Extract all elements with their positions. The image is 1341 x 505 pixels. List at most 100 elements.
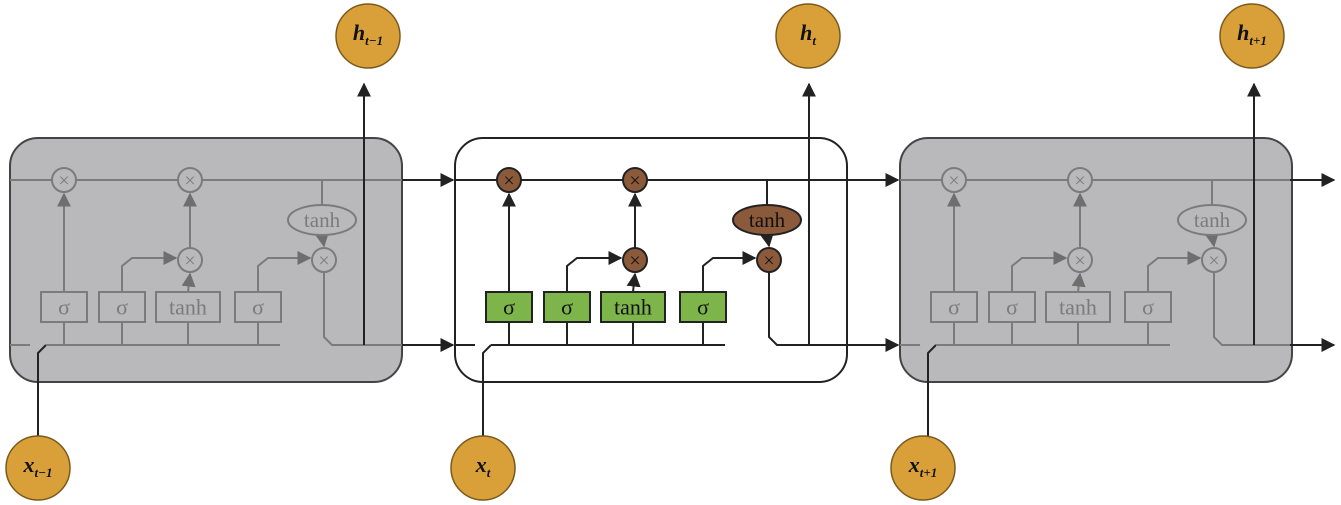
input-x-label-1: xt−1 (23, 452, 53, 480)
output-gate-sigma-label: σ (697, 295, 709, 320)
output-gate-arrow (257, 251, 312, 292)
hidden-output-line (1213, 272, 1292, 346)
forget-gate-sigma-label: σ (58, 295, 70, 320)
output-multiply-symbol: × (318, 250, 329, 272)
output-sub: t−1 (365, 33, 383, 48)
input-base: x (475, 452, 487, 477)
input-gate-arrow (1011, 251, 1068, 292)
input-gate-sigma-label: σ (1006, 295, 1018, 320)
candidate-tanh-label: tanh (1059, 295, 1097, 320)
input-gate-sigma (98, 291, 146, 323)
input-multiply (622, 247, 648, 273)
input-gate-sigma-label: σ (116, 295, 128, 320)
output-multiply (1201, 247, 1227, 273)
input-connector (37, 344, 47, 470)
forget-multiply (496, 167, 522, 193)
input-connector (927, 344, 937, 470)
input-multiply-symbol: × (184, 250, 195, 272)
hidden-output-line (768, 272, 847, 346)
state-add-multiply-symbol: × (184, 170, 195, 192)
input-sub: t (487, 465, 491, 480)
candidate-arrow (1071, 272, 1086, 293)
forget-multiply-symbol: × (948, 170, 959, 192)
input-sub: t+1 (920, 465, 938, 480)
forget-gate-sigma-label: σ (948, 295, 960, 320)
state-add-multiply-symbol: × (1074, 170, 1085, 192)
candidate-tanh-label: tanh (169, 295, 207, 320)
cell-tanh-oval (1177, 204, 1247, 236)
output-base: h (800, 20, 812, 45)
input-base: x (23, 452, 35, 477)
tanh-to-output (760, 232, 774, 248)
output-multiply (311, 247, 337, 273)
output-h-label-1: ht−1 (353, 20, 383, 48)
output-gate-sigma-label: σ (252, 295, 264, 320)
cells-layer: σ σ tanh σ × × × × tanh σ σ tanh σ × × × × tanh σ σ tanh σ × × ×… (9, 82, 1293, 470)
candidate-tanh (155, 291, 221, 323)
output-h-3 (1219, 3, 1285, 69)
candidate-arrow (181, 272, 196, 293)
input-multiply (177, 247, 203, 273)
lstm-cell-3: σ σ tanh σ × × × × tanh (899, 82, 1293, 470)
forget-gate-sigma (930, 291, 978, 323)
input-base: x (908, 452, 920, 477)
input-multiply-symbol: × (1074, 250, 1085, 272)
input-x-2 (450, 435, 516, 501)
forget-multiply (51, 167, 77, 193)
input-x-3 (890, 435, 956, 501)
output-multiply-symbol: × (763, 250, 774, 272)
state-add-multiply-symbol: × (629, 170, 640, 192)
candidate-arrow (626, 272, 641, 293)
cell-tanh-label: tanh (304, 208, 341, 232)
cell-tanh-label: tanh (749, 208, 786, 232)
tanh-to-output (1205, 232, 1219, 248)
input-multiply (1067, 247, 1093, 273)
forget-gate-sigma (40, 291, 88, 323)
state-add-multiply (622, 167, 648, 193)
input-gate-sigma-label: σ (561, 295, 573, 320)
output-gate-sigma-label: σ (1142, 295, 1154, 320)
output-h-label-2: ht (800, 20, 816, 48)
input-x-label-2: xt (475, 452, 491, 480)
candidate-tanh (600, 291, 666, 323)
input-x-1 (5, 435, 71, 501)
input-gate-sigma (988, 291, 1036, 323)
cell-tanh-label: tanh (1194, 208, 1231, 232)
output-gate-arrow (702, 251, 757, 292)
output-h-2 (775, 3, 841, 69)
output-base: h (353, 20, 365, 45)
candidate-tanh (1045, 291, 1111, 323)
forget-gate-sigma-label: σ (503, 295, 515, 320)
candidate-tanh-label: tanh (614, 295, 652, 320)
state-add-multiply (177, 167, 203, 193)
output-multiply-symbol: × (1208, 250, 1219, 272)
input-x-label-3: xt+1 (908, 452, 938, 480)
output-multiply (756, 247, 782, 273)
tanh-to-output (315, 232, 329, 248)
hidden-output-line (323, 272, 402, 346)
output-gate-sigma (679, 291, 727, 323)
flow-layer (402, 173, 1336, 352)
input-gate-sigma (543, 291, 591, 323)
cell-tanh-oval (732, 204, 802, 236)
output-gate-sigma (234, 291, 282, 323)
output-h-1 (335, 3, 401, 69)
input-sub: t−1 (35, 465, 53, 480)
lstm-cell-2: σ σ tanh σ × × × × tanh (454, 82, 848, 470)
output-sub: t+1 (1249, 33, 1267, 48)
input-gate-arrow (121, 251, 178, 292)
lstm-cell-1: σ σ tanh σ × × × × tanh (9, 82, 403, 470)
input-gate-arrow (566, 251, 623, 292)
state-add-multiply (1067, 167, 1093, 193)
output-gate-arrow (1147, 251, 1202, 292)
forget-multiply-symbol: × (58, 170, 69, 192)
output-sub: t (812, 33, 816, 48)
forget-multiply-symbol: × (503, 170, 514, 192)
output-h-label-3: ht+1 (1237, 20, 1267, 48)
output-base: h (1237, 20, 1249, 45)
input-multiply-symbol: × (629, 250, 640, 272)
input-connector (482, 344, 492, 470)
cell-tanh-oval (287, 204, 357, 236)
